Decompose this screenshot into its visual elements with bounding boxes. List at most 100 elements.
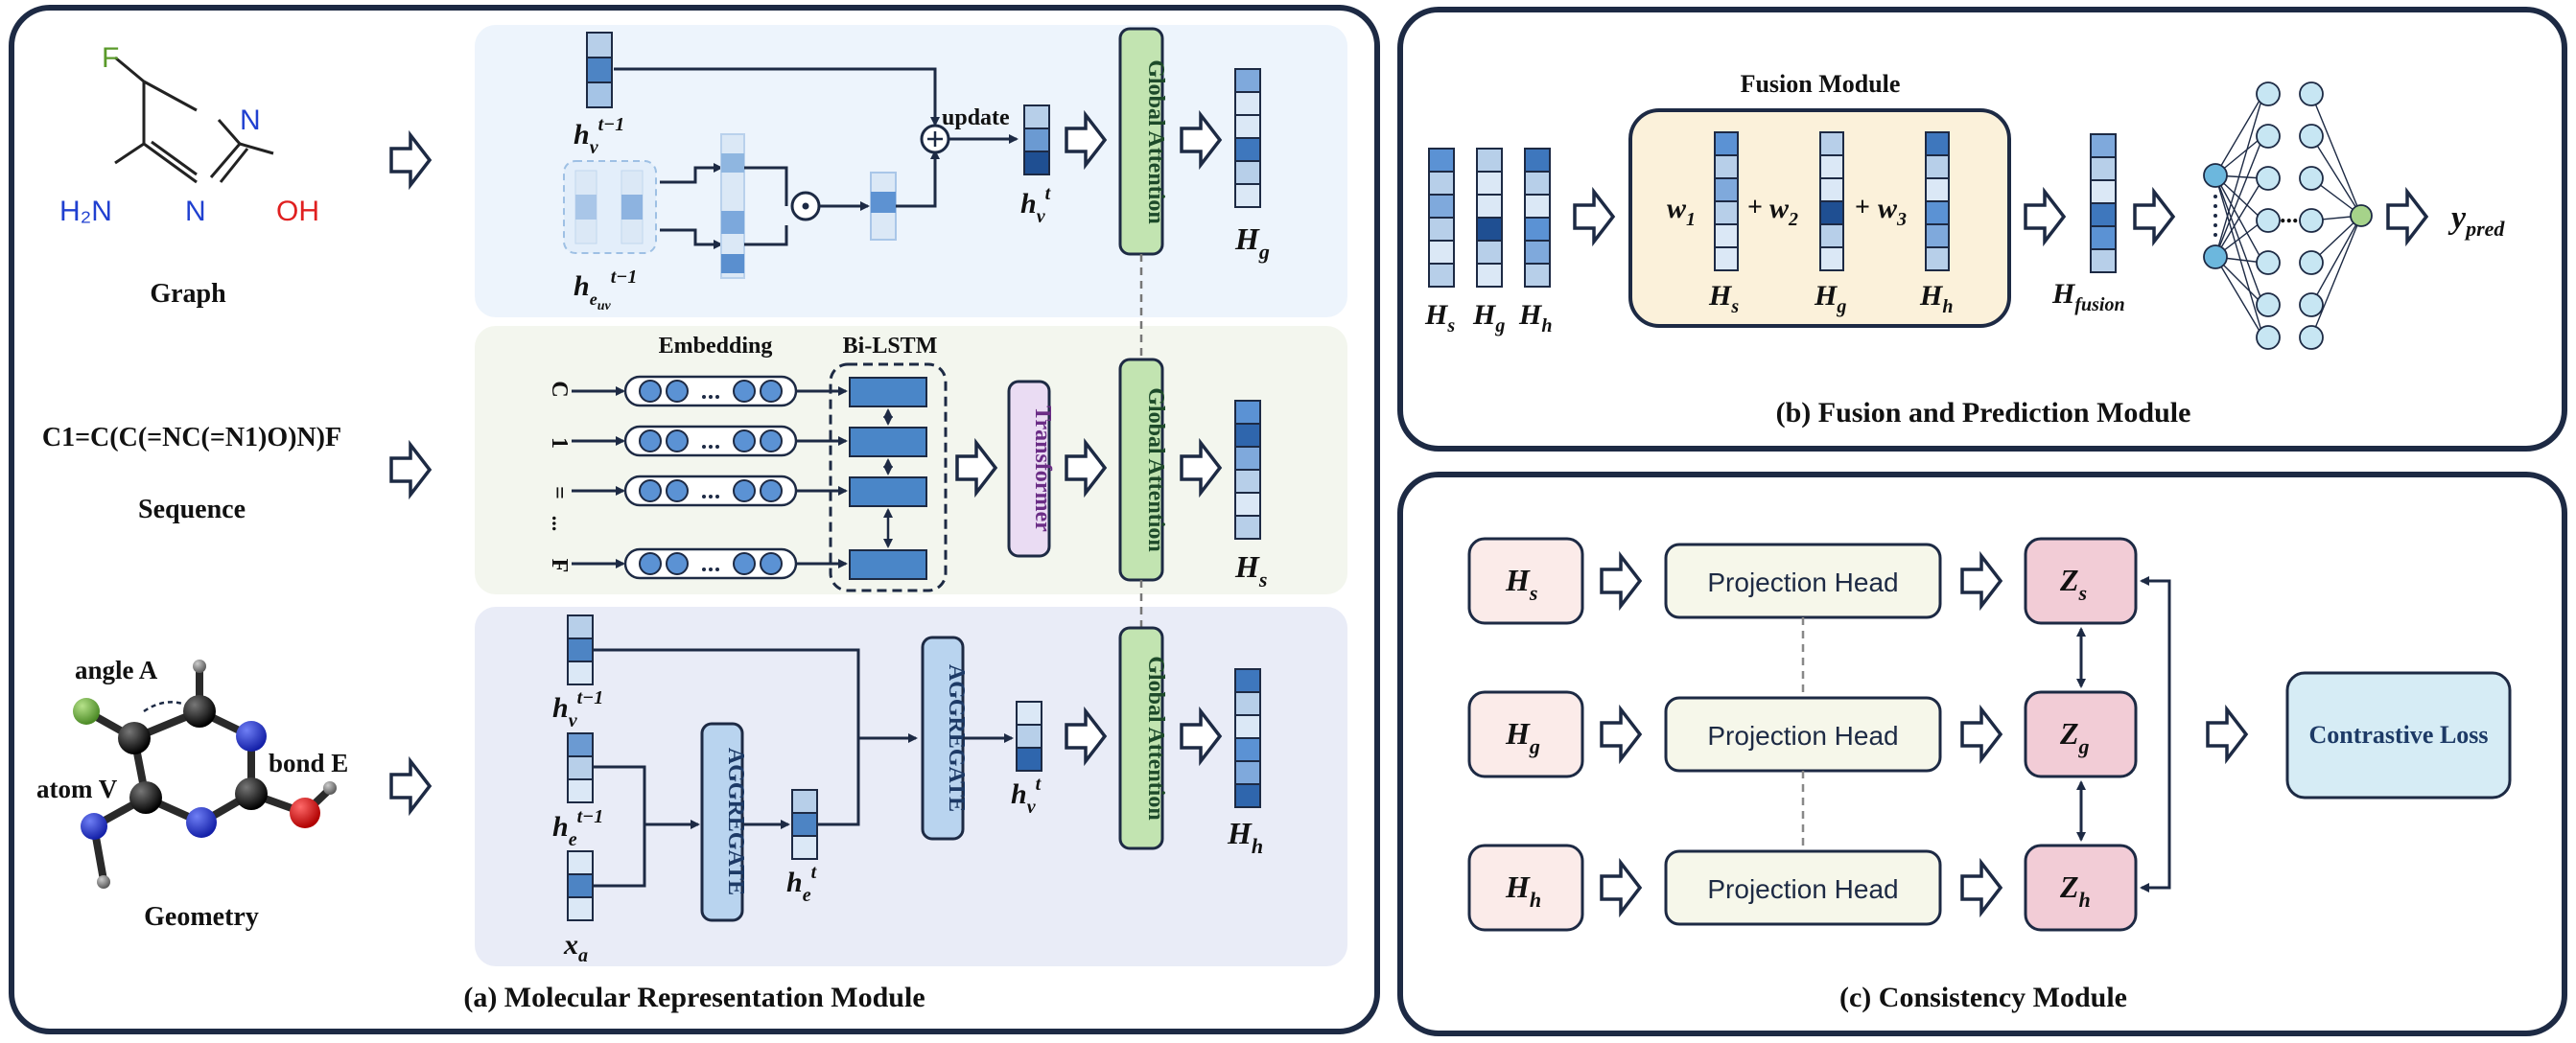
consistency-input-hs xyxy=(1467,537,1584,625)
sequence-label: Sequence xyxy=(138,495,246,524)
fusion-weights: w1 + w2 + w3 Hs Hg xyxy=(1667,131,1953,317)
fusion-in-arrow xyxy=(1573,186,1616,247)
geometry-output-vector xyxy=(1234,668,1261,808)
projection-outputs: Zs Zg Zh xyxy=(2024,537,2171,932)
geo-ht-vector xyxy=(1016,701,1042,772)
consistency-input-hh xyxy=(1467,844,1584,932)
transformer-label: Transformer xyxy=(1030,406,1055,532)
aggregate-1-label: AGGREGATE xyxy=(723,748,748,895)
token-1: 1 xyxy=(547,437,572,449)
mlp-in-arrow xyxy=(2133,186,2176,247)
graph-global-attention-label: Global Attention xyxy=(1143,59,1168,223)
atom-h-2 xyxy=(97,875,110,889)
panel-a-title: (a) Molecular Representation Module xyxy=(463,982,925,1013)
mlp-nodes xyxy=(2203,81,2373,350)
atom-carbon-1 xyxy=(118,722,151,754)
embedding-ellipses xyxy=(702,395,719,571)
atom-carbon-4 xyxy=(129,781,162,814)
atom-h-3 xyxy=(323,781,337,795)
transformer-block xyxy=(1007,380,1051,558)
fusion-inputs: Hs Hg Hh xyxy=(1424,148,1552,336)
projection-head-s-label: Projection Head xyxy=(1707,568,1898,597)
atom-h-1 xyxy=(193,660,206,673)
embedding-dots xyxy=(639,380,783,575)
update-label: update xyxy=(942,105,1010,130)
sequence-output-vector xyxy=(1234,400,1261,540)
plus-2: + xyxy=(1855,193,1870,222)
mlp-ellipsis: ... xyxy=(2280,200,2299,228)
atom-f: F xyxy=(102,42,119,74)
atom-carbon-2 xyxy=(183,695,216,728)
contrastive-loss-label: Contrastive Loss xyxy=(2308,721,2488,749)
atom-nitrogen-1 xyxy=(236,721,267,752)
sequence-global-attention-label: Global Attention xyxy=(1143,387,1168,551)
input-arrows xyxy=(389,129,433,817)
angle-label: angle A xyxy=(75,656,158,684)
geometry-global-attention xyxy=(1118,626,1164,850)
token-2: = xyxy=(547,486,572,499)
consistency-arrows-1 xyxy=(1600,550,1643,918)
lstm-cells xyxy=(849,377,927,580)
bond-label: bond E xyxy=(269,749,348,777)
graph-to-attention-arrow xyxy=(1065,109,1108,171)
fusion-input-hs xyxy=(1428,148,1455,288)
prediction-arrow xyxy=(2386,186,2429,247)
geometry-label: Geometry xyxy=(144,902,259,932)
projection-output-zh xyxy=(2024,844,2138,932)
geo-heprev-vector xyxy=(567,732,594,803)
projection-output-zs xyxy=(2024,537,2138,625)
sequence-branch: Embedding Bi-LSTM C 1 = ... F xyxy=(547,334,1267,592)
geometry-global-attention-label: Global Attention xyxy=(1143,656,1168,820)
graph-branch: hvt−1 heuvt−1 update xyxy=(563,27,1270,313)
embedding-label: Embedding xyxy=(659,334,773,359)
projection-output-zg xyxy=(2024,690,2138,778)
graph-label: Graph xyxy=(150,279,226,309)
token-3: ... xyxy=(548,516,572,532)
consistency-inputs: Hs Hg Hh xyxy=(1467,537,1584,932)
fusion-out-arrow xyxy=(2024,186,2067,247)
graph-output-vector xyxy=(1234,68,1261,208)
geo-hprev-vector xyxy=(567,614,594,685)
mlp-vertical-dots xyxy=(2213,195,2217,237)
fusion-input-hh xyxy=(1524,148,1551,288)
bilstm-box xyxy=(829,362,948,592)
geometry-band xyxy=(475,607,1347,966)
consistency-input-hg xyxy=(1467,690,1584,778)
fusion-module-title: Fusion Module xyxy=(1741,70,1901,98)
graph-hprev-vector xyxy=(586,32,613,108)
atom-fluorine xyxy=(73,698,100,725)
atom-carbon-3 xyxy=(235,777,268,810)
atom-label: atom V xyxy=(36,775,118,803)
atom-nitrogen-3 xyxy=(81,813,107,840)
atom-oxygen xyxy=(290,798,320,828)
geo-het-vector xyxy=(791,789,818,860)
embed-to-lstm-arrows xyxy=(796,386,848,568)
panel-c-title: (c) Consistency Module xyxy=(1839,982,2127,1013)
atom-nitrogen-2 xyxy=(186,807,217,838)
stacked-edge-vector xyxy=(720,133,745,279)
atom-n-top: N xyxy=(240,104,261,136)
panel-b-title: (b) Fusion and Prediction Module xyxy=(1776,397,2191,429)
atom-n-bottom: N xyxy=(185,196,206,227)
projection-head-g-label: Projection Head xyxy=(1707,721,1898,751)
atom-nh2: H₂N xyxy=(59,196,112,227)
contrastive-loss-box xyxy=(2285,671,2512,800)
smiles-string: C1=C(C(=NC(=N1)O)N)F xyxy=(42,423,341,452)
projection-head-h-label: Projection Head xyxy=(1707,874,1898,904)
consistency-arrows-2 xyxy=(1960,550,2003,918)
plus-1: + xyxy=(1747,193,1763,222)
message-vector xyxy=(870,172,897,241)
graph-molecule xyxy=(114,56,274,184)
embedding-rows xyxy=(572,375,798,580)
aggregate-1 xyxy=(700,722,744,922)
projection-head-h xyxy=(1664,849,1942,926)
loss-arrow xyxy=(2206,704,2249,765)
atom-oh: OH xyxy=(276,196,319,227)
projection-heads: Projection Head Projection Head Projecti… xyxy=(1664,543,1942,926)
geo-xa-vector xyxy=(567,850,594,921)
token-0: C xyxy=(547,381,572,397)
graph-ht-vector xyxy=(1023,104,1050,175)
token-4: F xyxy=(547,559,572,573)
fusion-output-vector xyxy=(2090,133,2117,273)
